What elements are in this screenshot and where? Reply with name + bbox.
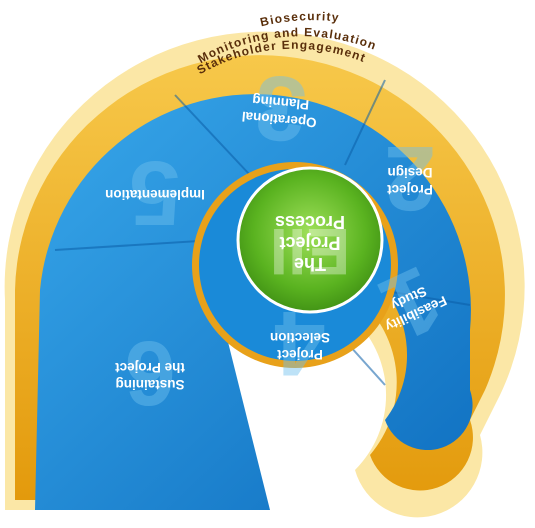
center-circle [236,166,384,314]
stage-4-number: 4 [274,292,325,394]
stage-3-number: 3 [250,55,310,161]
stage-6-number: 6 [124,322,175,424]
stage-3-label-line2: Planning [252,93,310,113]
stage-3-label-line1: Operational [241,109,317,130]
stage-6-label-line2: the Project [115,360,185,375]
stage-6-label-line1: Sustaining [115,377,184,392]
stage-6: 6 Sustaining the Project [115,322,185,424]
stage-5: 5 Implementation [105,142,205,244]
center-label-line2: Project [279,233,340,253]
stage-5-label-line1: Implementation [105,187,205,202]
center-label-line3: Process [275,212,345,232]
stage-3: 3 Operational Planning [241,55,317,161]
stage-5-number: 5 [129,142,180,244]
stage-2: 2 Project Design [384,127,435,229]
center-label-line1: The [294,254,326,274]
stage-4-label-line2: Selection [270,330,330,345]
stage-4: 4 Project Selection [270,292,330,394]
stage-2-label-line1: Project [387,182,433,197]
stage-2-number: 2 [384,127,435,229]
stage-2-label-line2: Design [387,165,432,180]
stage-4-label-line1: Project [277,347,323,362]
center-badge: EII [270,215,351,289]
segment-dividers [54,79,471,386]
